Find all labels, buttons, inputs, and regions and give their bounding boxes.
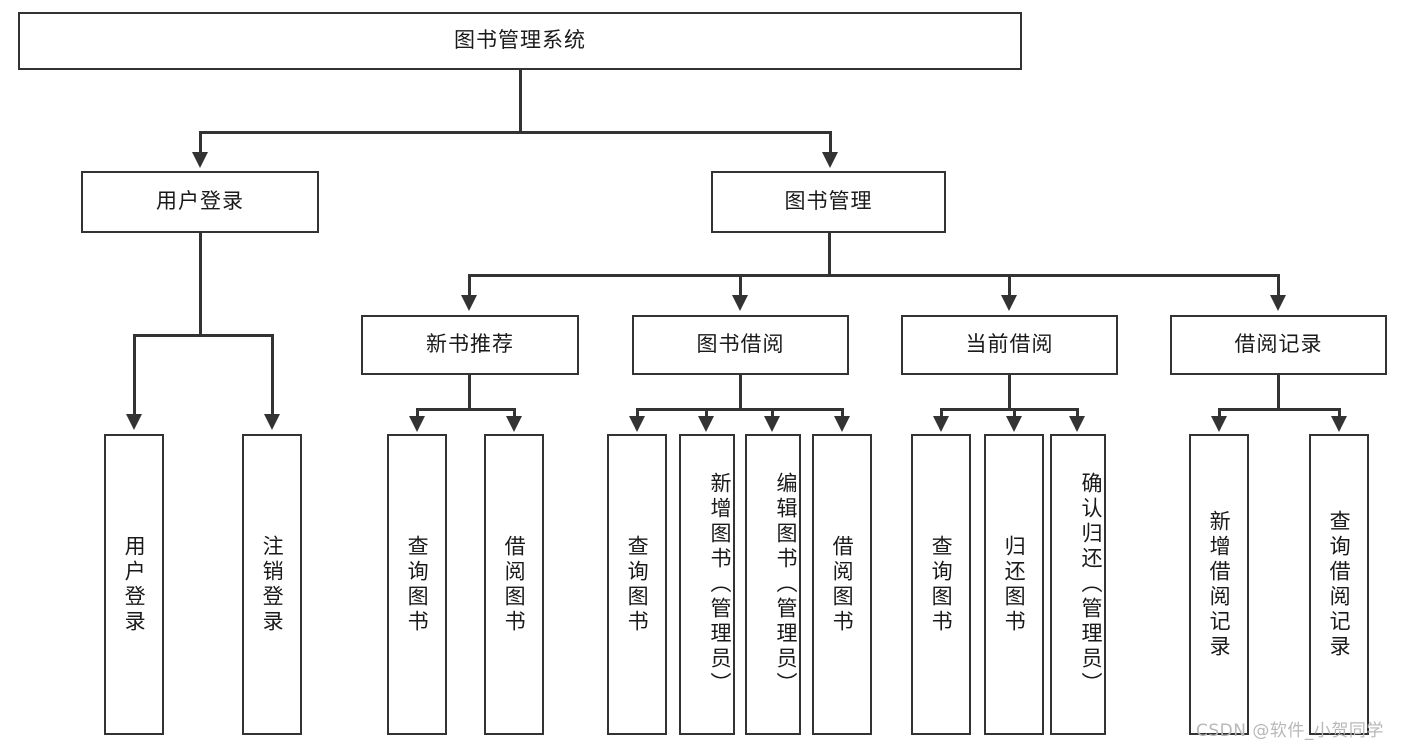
edge-newbook-bus xyxy=(416,408,515,411)
arrowhead-root-to-bookmgmt xyxy=(822,152,838,168)
node-current-borrow[interactable]: 当前借阅 xyxy=(901,315,1118,375)
leaf-borrow-book[interactable]: 借阅图书 xyxy=(812,434,872,735)
edge-userlogin-to-leaf1 xyxy=(133,334,136,416)
leaf-query-book-borrow-label: 查询图书 xyxy=(625,534,650,635)
leaf-borrow-book-label: 借阅图书 xyxy=(830,534,855,635)
leaf-query-book-newrec-label: 查询图书 xyxy=(405,534,430,635)
arrowhead-bookmgmt-to-borrow xyxy=(732,295,748,311)
arrowhead-borrow-to-leaf1 xyxy=(629,416,645,432)
leaf-add-book-admin[interactable]: 新增图书（管理员） xyxy=(679,434,735,735)
leaf-user-login[interactable]: 用户登录 xyxy=(104,434,164,735)
leaf-query-borrow-record-label: 查询借阅记录 xyxy=(1327,509,1352,660)
edge-current-to-leaf1 xyxy=(940,408,943,418)
node-book-management[interactable]: 图书管理 xyxy=(711,171,946,233)
edge-newbook-to-leaf1 xyxy=(416,408,419,418)
arrowhead-newbook-to-leaf1 xyxy=(409,416,425,432)
edge-userlogin-bus xyxy=(133,334,272,337)
node-borrow-records[interactable]: 借阅记录 xyxy=(1170,315,1387,375)
leaf-query-book-current[interactable]: 查询图书 xyxy=(911,434,971,735)
arrowhead-current-to-leaf1 xyxy=(933,416,949,432)
leaf-borrow-book-newrec[interactable]: 借阅图书 xyxy=(484,434,544,735)
leaf-logout-label: 注销登录 xyxy=(260,534,285,635)
leaf-add-book-admin-label: 新增图书（管理员） xyxy=(708,472,732,697)
edge-current-to-leaf3 xyxy=(1076,408,1079,418)
leaf-query-borrow-record[interactable]: 查询借阅记录 xyxy=(1309,434,1369,735)
node-current-borrow-label: 当前借阅 xyxy=(965,332,1054,357)
arrowhead-root-to-userlogin xyxy=(192,152,208,168)
edge-borrow-stem xyxy=(739,375,742,410)
leaf-add-borrow-record-label: 新增借阅记录 xyxy=(1207,509,1232,660)
leaf-edit-book-admin[interactable]: 编辑图书（管理员） xyxy=(745,434,801,735)
edge-root-bus xyxy=(199,131,832,134)
edge-borrow-bus xyxy=(636,408,843,411)
edge-userlogin-stem xyxy=(199,233,202,336)
node-root-label: 图书管理系统 xyxy=(454,28,586,53)
node-new-book-recommend-label: 新书推荐 xyxy=(426,332,514,357)
edge-bookmgmt-to-borrow xyxy=(739,274,742,296)
node-user-login-label: 用户登录 xyxy=(156,189,244,214)
edge-current-stem xyxy=(1008,375,1011,410)
leaf-confirm-return-admin[interactable]: 确认归还（管理员） xyxy=(1050,434,1106,735)
edge-bookmgmt-bus xyxy=(468,274,1279,277)
edge-current-to-leaf2 xyxy=(1013,408,1016,418)
arrowhead-records-to-leaf1 xyxy=(1211,416,1227,432)
arrowhead-borrow-to-leaf4 xyxy=(834,416,850,432)
arrowhead-userlogin-to-leaf2 xyxy=(264,414,280,430)
leaf-query-book-borrow[interactable]: 查询图书 xyxy=(607,434,667,735)
arrowhead-bookmgmt-to-records xyxy=(1270,295,1286,311)
edge-records-stem xyxy=(1277,375,1280,410)
leaf-borrow-book-newrec-label: 借阅图书 xyxy=(502,534,527,635)
leaf-user-login-label: 用户登录 xyxy=(122,534,147,635)
arrowhead-newbook-to-leaf2 xyxy=(506,416,522,432)
edge-records-to-leaf1 xyxy=(1218,408,1221,418)
arrowhead-userlogin-to-leaf1 xyxy=(126,414,142,430)
edge-root-stem xyxy=(519,70,522,133)
leaf-add-borrow-record[interactable]: 新增借阅记录 xyxy=(1189,434,1249,735)
leaf-return-book[interactable]: 归还图书 xyxy=(984,434,1044,735)
leaf-query-book-newrec[interactable]: 查询图书 xyxy=(387,434,447,735)
node-book-management-label: 图书管理 xyxy=(784,189,873,214)
edge-records-bus xyxy=(1218,408,1340,411)
edge-newbook-stem xyxy=(468,375,471,410)
edge-borrow-to-leaf2 xyxy=(705,408,708,418)
leaf-logout[interactable]: 注销登录 xyxy=(242,434,302,735)
arrowhead-bookmgmt-to-current xyxy=(1001,295,1017,311)
edge-bookmgmt-to-records xyxy=(1277,274,1280,296)
edge-newbook-to-leaf2 xyxy=(513,408,516,418)
node-user-login[interactable]: 用户登录 xyxy=(81,171,319,233)
leaf-query-book-current-label: 查询图书 xyxy=(929,534,954,635)
edge-root-to-bookmgmt xyxy=(829,131,832,155)
edge-userlogin-to-leaf2 xyxy=(271,334,274,416)
edge-bookmgmt-to-newbook xyxy=(468,274,471,296)
node-borrow-records-label: 借阅记录 xyxy=(1234,332,1323,357)
leaf-edit-book-admin-label: 编辑图书（管理员） xyxy=(774,472,798,697)
edge-bookmgmt-to-current xyxy=(1008,274,1011,296)
node-root[interactable]: 图书管理系统 xyxy=(18,12,1022,70)
csdn-watermark: CSDN @软件_小贺同学 xyxy=(1196,721,1384,741)
arrowhead-current-to-leaf3 xyxy=(1069,416,1085,432)
arrowhead-current-to-leaf2 xyxy=(1006,416,1022,432)
node-book-borrow-label: 图书借阅 xyxy=(696,332,785,357)
edge-current-bus xyxy=(940,408,1079,411)
edge-bookmgmt-stem xyxy=(828,233,831,276)
edge-borrow-to-leaf4 xyxy=(841,408,844,418)
arrowhead-bookmgmt-to-newbook xyxy=(461,295,477,311)
leaf-return-book-label: 归还图书 xyxy=(1002,534,1027,635)
arrowhead-borrow-to-leaf3 xyxy=(764,416,780,432)
edge-records-to-leaf2 xyxy=(1338,408,1341,418)
leaf-confirm-return-admin-label: 确认归还（管理员） xyxy=(1079,472,1103,697)
node-new-book-recommend[interactable]: 新书推荐 xyxy=(361,315,579,375)
edge-borrow-to-leaf1 xyxy=(636,408,639,418)
edge-borrow-to-leaf3 xyxy=(771,408,774,418)
arrowhead-borrow-to-leaf2 xyxy=(698,416,714,432)
node-book-borrow[interactable]: 图书借阅 xyxy=(632,315,849,375)
arrowhead-records-to-leaf2 xyxy=(1331,416,1347,432)
edge-root-to-userlogin xyxy=(199,131,202,155)
